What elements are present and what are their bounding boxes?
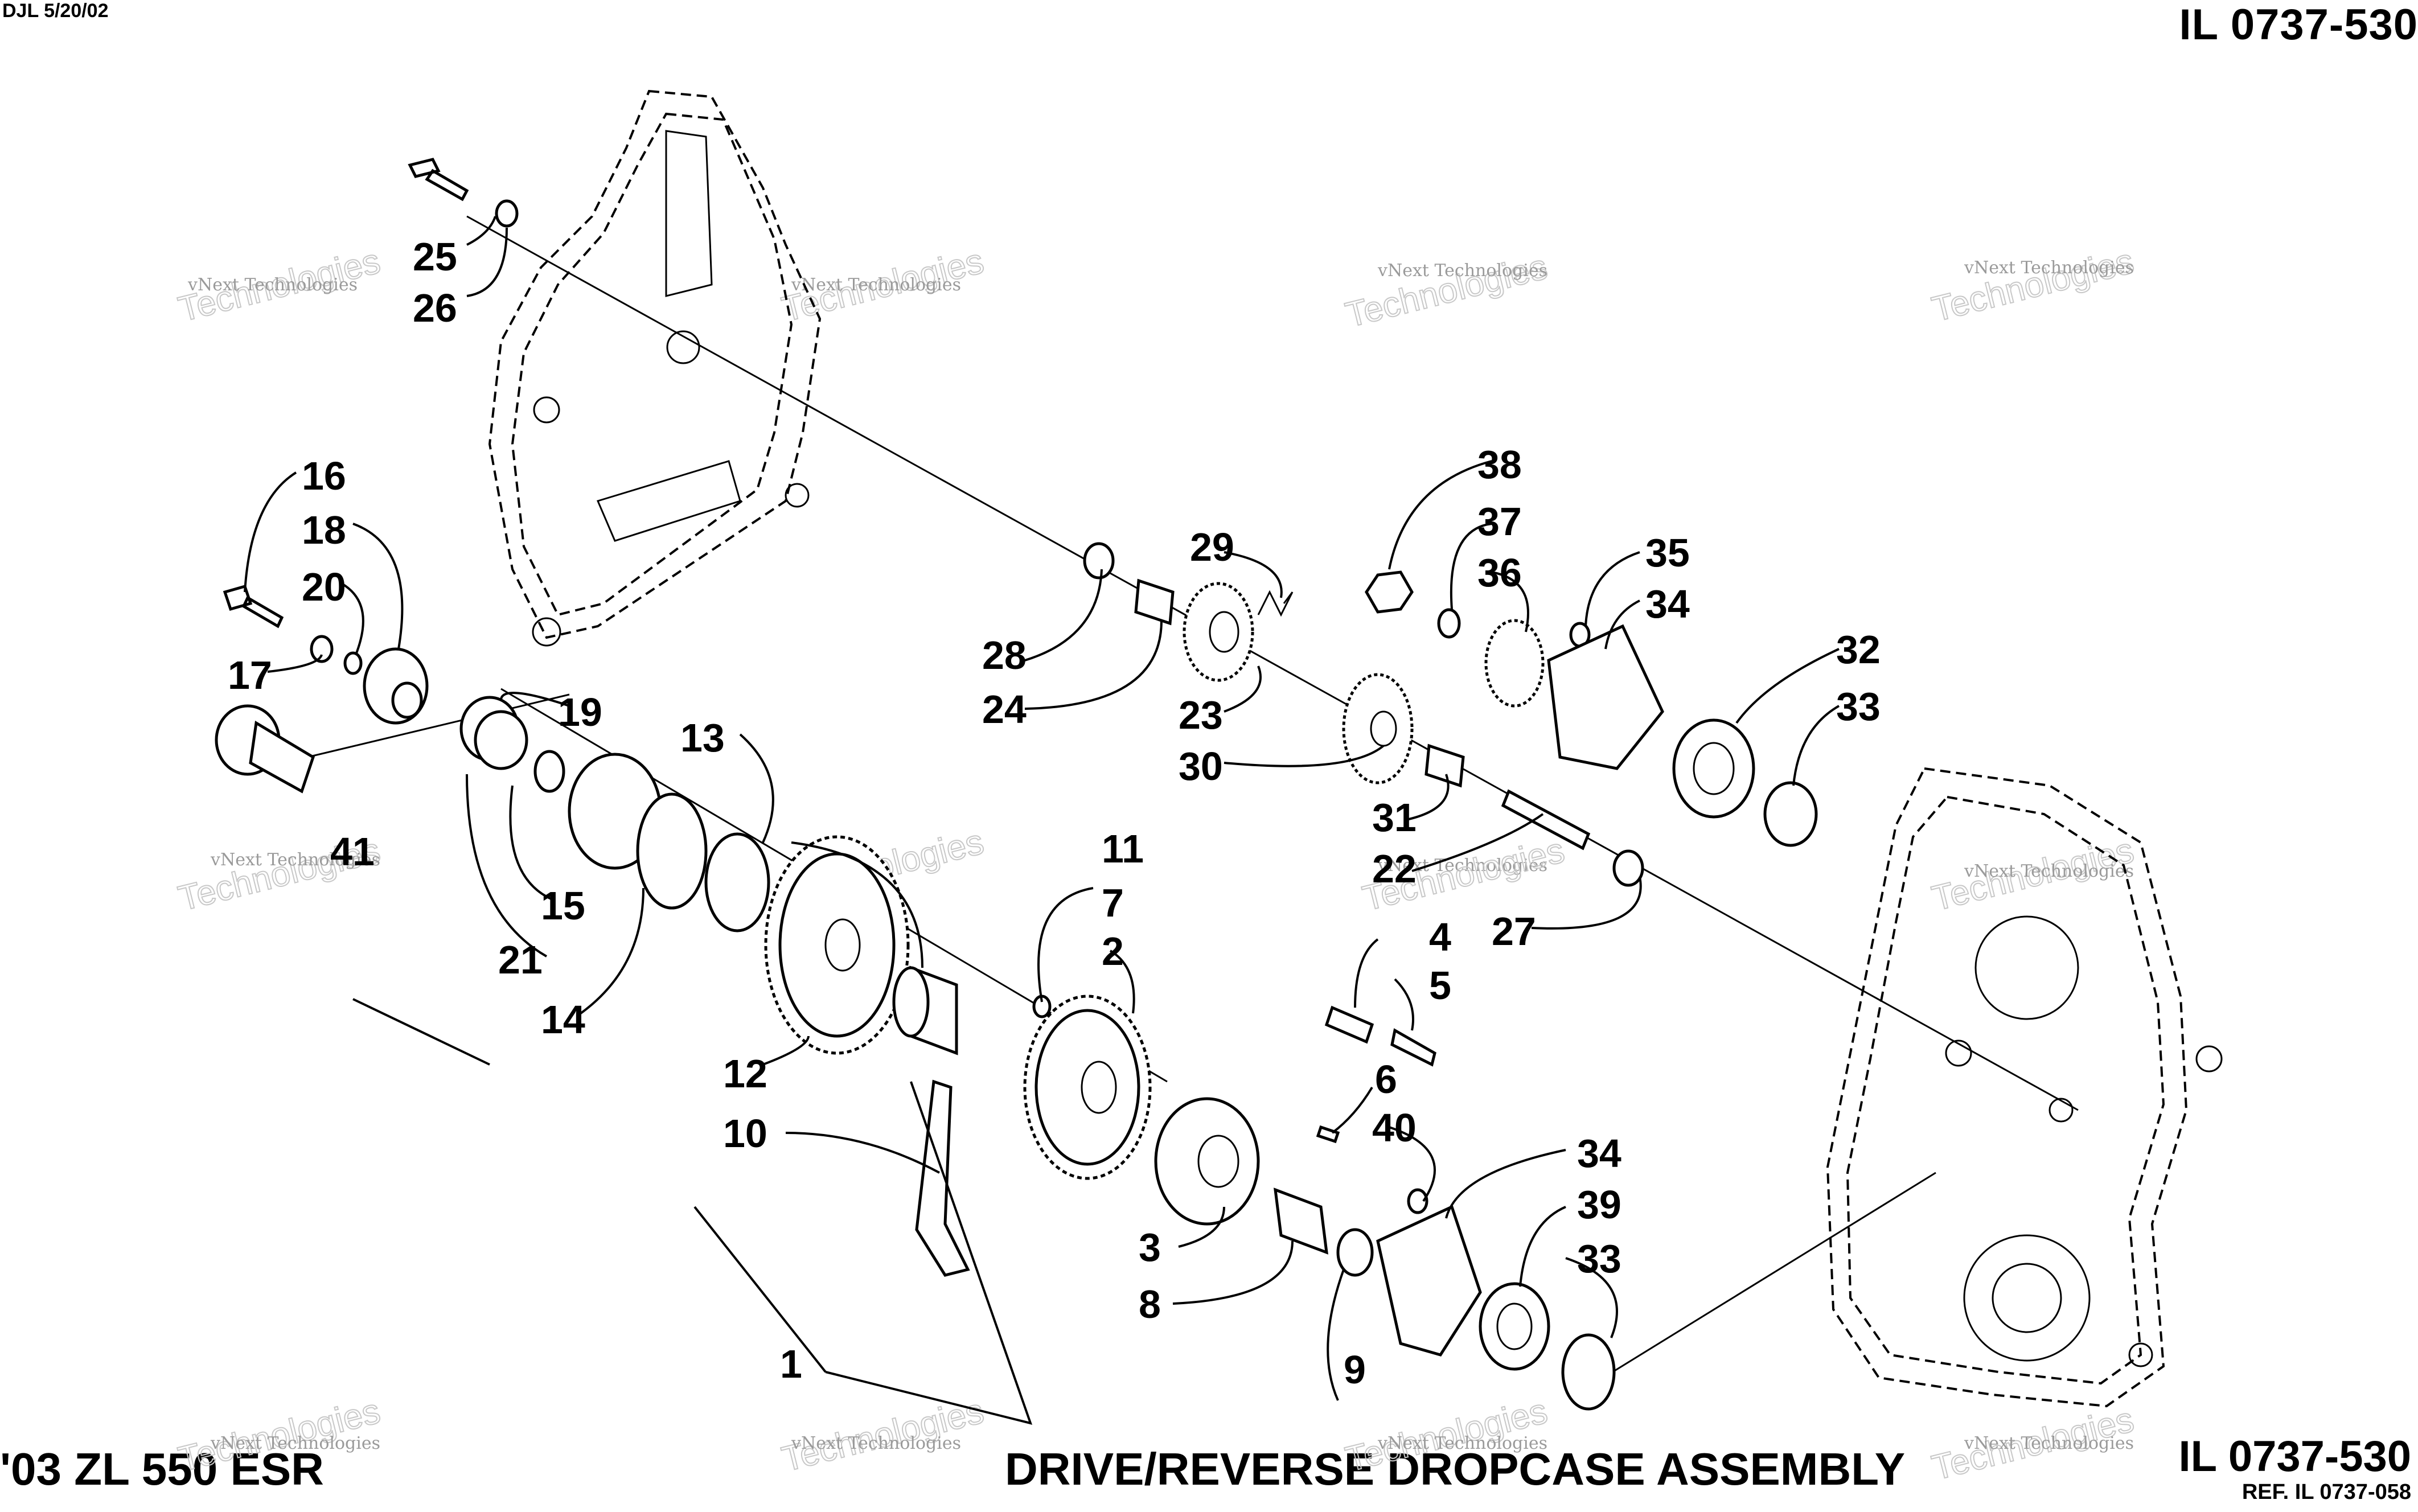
watermark-text: vNext Technologies (1377, 261, 1547, 281)
callout-12: 12 (723, 1051, 767, 1096)
callout-40: 40 (1372, 1106, 1417, 1150)
callout-11: 11 (1102, 827, 1144, 871)
model-label: '03 ZL 550 ESR (0, 1444, 324, 1494)
callout-21: 21 (498, 938, 543, 982)
callout-17: 17 (228, 653, 272, 697)
callout-14: 14 (541, 997, 585, 1042)
author-date-label: DJL 5/20/02 (2, 0, 109, 22)
callout-15: 15 (541, 884, 585, 928)
watermark-text: vNext Technologies (210, 850, 380, 870)
callout-30: 30 (1179, 744, 1223, 788)
callout-2: 2 (1102, 929, 1124, 973)
svg-text:Technologies: Technologies (1928, 241, 2138, 330)
watermark-text: vNext Technologies (1964, 861, 2134, 881)
illustration-number-top: IL 0737-530 (2179, 1, 2418, 49)
callout-13: 13 (680, 716, 725, 760)
callout-19: 19 (558, 690, 602, 734)
callout-38: 38 (1477, 442, 1522, 487)
callout-labels: 1 2 3 4 5 6 7 8 9 10 11 12 13 14 15 16 1… (228, 235, 1881, 1392)
watermark-text: vNext Technologies (1964, 258, 2134, 278)
callout-29: 29 (1190, 525, 1234, 569)
callout-18: 18 (302, 508, 346, 552)
callout-7: 7 (1102, 881, 1124, 925)
callout-22: 22 (1372, 847, 1417, 891)
callout-20: 20 (302, 565, 346, 609)
callout-26: 26 (413, 286, 457, 330)
watermark-text: vNext Technologies (791, 275, 961, 295)
parts (215, 158, 1818, 1411)
callout-37: 37 (1477, 499, 1522, 544)
callout-10: 10 (723, 1111, 767, 1156)
callout-leaders (244, 216, 1840, 1425)
callout-23: 23 (1179, 693, 1223, 737)
callout-34-upper: 34 (1645, 582, 1690, 626)
watermark-text: vNext Technologies (210, 1433, 380, 1453)
callout-41: 41 (330, 829, 375, 874)
gear-case (1826, 767, 2223, 1408)
callout-31: 31 (1372, 795, 1417, 840)
callout-8: 8 (1139, 1282, 1161, 1326)
watermark-text: vNext Technologies (187, 275, 358, 295)
watermark-text: vNext Technologies (1377, 1433, 1547, 1453)
illustration-number-bottom: IL 0737-530 (2178, 1432, 2411, 1481)
callout-36: 36 (1477, 550, 1522, 595)
callout-5: 5 (1429, 963, 1451, 1008)
callout-6: 6 (1375, 1057, 1397, 1102)
watermark-text: vNext Technologies (791, 1433, 961, 1453)
callout-27: 27 (1492, 909, 1536, 954)
dropcase-cover (488, 89, 822, 647)
callout-9: 9 (1344, 1347, 1366, 1392)
watermark-text: vNext Technologies (1964, 1433, 2134, 1453)
callout-25: 25 (413, 235, 457, 279)
callout-1: 1 (780, 1342, 802, 1386)
diagram-title: DRIVE/REVERSE DROPCASE ASSEMBLY (1005, 1444, 1906, 1494)
callout-39: 39 (1577, 1182, 1621, 1227)
callout-34-lower: 34 (1577, 1131, 1621, 1176)
callout-16: 16 (302, 454, 346, 498)
callout-24: 24 (982, 687, 1027, 732)
callout-35: 35 (1645, 531, 1690, 575)
callout-33-upper: 33 (1836, 684, 1881, 729)
callout-33-lower: 33 (1577, 1236, 1621, 1281)
reference-number: REF. IL 0737-058 (2242, 1480, 2411, 1504)
callout-3: 3 (1139, 1225, 1161, 1269)
callout-32: 32 (1836, 627, 1881, 672)
callout-4: 4 (1429, 915, 1451, 959)
callout-28: 28 (982, 633, 1027, 677)
watermark-text: vNext Technologies (1377, 856, 1547, 876)
